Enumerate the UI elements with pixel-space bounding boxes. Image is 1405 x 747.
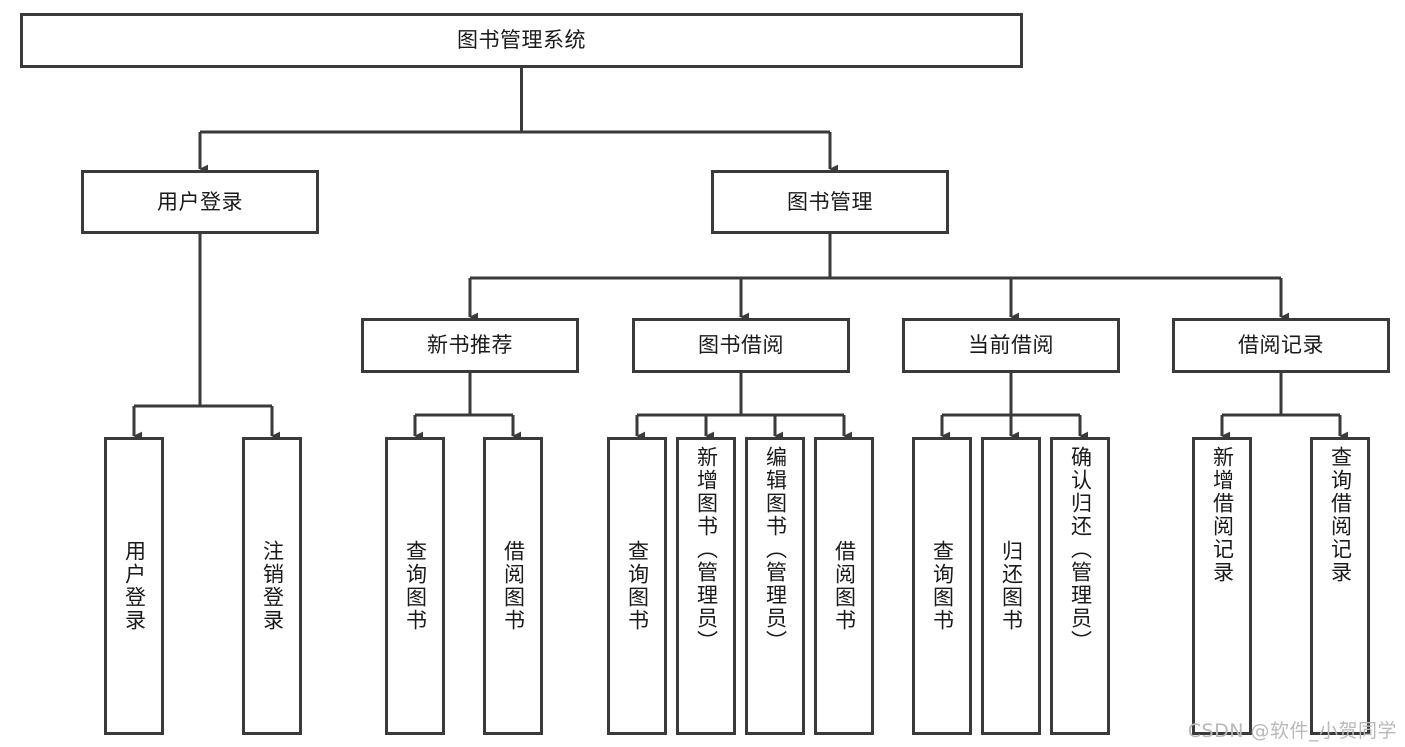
node-label: 当前借阅 (968, 333, 1054, 358)
node-label: 编辑图书（管理员） (763, 446, 788, 653)
node-label: 用户登录 (122, 540, 147, 632)
node-label: 新书推荐 (427, 333, 513, 358)
node-label: 借阅图书 (501, 540, 526, 632)
node-leaf-edit-book[interactable]: 编辑图书（管理员） (745, 437, 805, 735)
node-leaf-query-book-1[interactable]: 查询图书 (385, 437, 445, 735)
node-user-login[interactable]: 用户登录 (81, 170, 319, 234)
node-leaf-confirm-return[interactable]: 确认归还（管理员） (1050, 437, 1110, 735)
node-new-book-recommend[interactable]: 新书推荐 (361, 318, 579, 373)
node-book-manage[interactable]: 图书管理 (711, 170, 949, 234)
node-label: 注销登录 (260, 540, 285, 632)
node-leaf-query-record[interactable]: 查询借阅记录 (1310, 437, 1370, 735)
node-label: 借阅记录 (1238, 333, 1324, 358)
edge-group (132, 68, 1349, 441)
node-leaf-query-book-3[interactable]: 查询图书 (912, 437, 972, 735)
node-label: 图书管理 (787, 189, 873, 214)
node-leaf-borrow-book-1[interactable]: 借阅图书 (483, 437, 543, 735)
node-leaf-borrow-book-2[interactable]: 借阅图书 (814, 437, 874, 735)
node-leaf-add-record[interactable]: 新增借阅记录 (1192, 437, 1252, 735)
node-leaf-return-book[interactable]: 归还图书 (981, 437, 1041, 735)
node-label: 借阅图书 (832, 540, 857, 632)
node-label: 归还图书 (999, 540, 1024, 632)
node-label: 查询借阅记录 (1328, 446, 1353, 584)
node-label: 确认归还（管理员） (1068, 446, 1093, 653)
node-label: 查询图书 (625, 540, 650, 632)
node-borrow-record[interactable]: 借阅记录 (1172, 318, 1390, 373)
node-label: 查询图书 (930, 540, 955, 632)
node-label: 用户登录 (157, 189, 243, 214)
node-leaf-user-logout[interactable]: 注销登录 (242, 437, 302, 735)
csdn-watermark: CSDN @软件_小贺同学 (1187, 720, 1397, 742)
node-root[interactable]: 图书管理系统 (20, 13, 1023, 68)
node-leaf-add-book[interactable]: 新增图书（管理员） (676, 437, 736, 735)
node-label: 新增图书（管理员） (694, 446, 719, 653)
node-label: 查询图书 (403, 540, 428, 632)
node-leaf-query-book-2[interactable]: 查询图书 (607, 437, 667, 735)
node-leaf-user-login[interactable]: 用户登录 (104, 437, 164, 735)
node-label: 图书管理系统 (457, 28, 586, 53)
node-current-borrow[interactable]: 当前借阅 (902, 318, 1120, 373)
node-book-borrow[interactable]: 图书借阅 (632, 318, 850, 373)
node-label: 图书借阅 (698, 333, 784, 358)
node-label: 新增借阅记录 (1210, 446, 1235, 584)
